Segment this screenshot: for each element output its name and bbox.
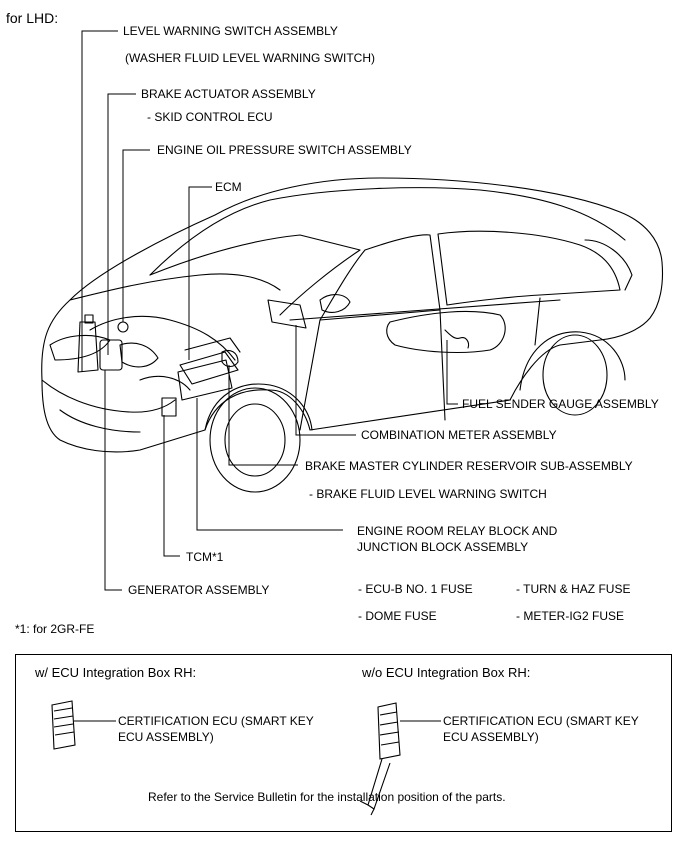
without-ecu-title: w/o ECU Integration Box RH: bbox=[362, 665, 531, 680]
brake-master-reservoir bbox=[221, 349, 239, 368]
certification-ecu-without-label-2: ECU ASSEMBLY) bbox=[443, 730, 539, 744]
certification-ecu-without bbox=[377, 702, 401, 760]
oil-pressure-switch bbox=[117, 321, 129, 333]
service-bulletin-note: Refer to the Service Bulletin for the in… bbox=[148, 790, 506, 804]
brake-actuator bbox=[99, 339, 123, 371]
fuse-item: - DOME FUSE bbox=[358, 609, 437, 623]
skid-control-label: - SKID CONTROL ECU bbox=[147, 110, 273, 124]
certification-ecu-with-label-1: CERTIFICATION ECU (SMART KEY bbox=[118, 714, 314, 728]
ecm-box bbox=[179, 351, 239, 385]
variant-title: for LHD: bbox=[6, 10, 59, 26]
combination-meter-label: COMBINATION METER ASSEMBLY bbox=[361, 428, 557, 442]
washer-tank bbox=[77, 321, 99, 373]
mounting-bracket bbox=[367, 758, 391, 810]
ecu-integration-box: w/ ECU Integration Box RH: w/o ECU Integ… bbox=[15, 654, 672, 832]
fuel-sender bbox=[444, 329, 470, 349]
rear-wheel bbox=[542, 334, 608, 416]
rear-door-window bbox=[437, 230, 621, 306]
certification-ecu-without-label-1: CERTIFICATION ECU (SMART KEY bbox=[443, 714, 639, 728]
fuse-item: - TURN & HAZ FUSE bbox=[516, 582, 631, 596]
brake-master-label: BRAKE MASTER CYLINDER RESERVOIR SUB-ASSE… bbox=[305, 459, 633, 473]
fuse-item: - METER-IG2 FUSE bbox=[516, 609, 625, 623]
rear-window bbox=[584, 239, 633, 291]
brake-fluid-label: - BRAKE FLUID LEVEL WARNING SWITCH bbox=[309, 487, 547, 501]
car-roof bbox=[149, 187, 626, 276]
relay-block bbox=[177, 359, 233, 401]
ecu-parts-diagram bbox=[51, 700, 441, 816]
level-warning-sub-label: (WASHER FLUID LEVEL WARNING SWITCH) bbox=[125, 51, 376, 65]
side-mirror bbox=[319, 294, 351, 313]
with-ecu-title: w/ ECU Integration Box RH: bbox=[35, 665, 197, 680]
certification-ecu-with-label-2: ECU ASSEMBLY) bbox=[118, 730, 214, 744]
car-body-outline bbox=[41, 177, 664, 453]
hood-line bbox=[69, 273, 281, 301]
headlight bbox=[49, 334, 111, 361]
front-wheel bbox=[209, 387, 301, 493]
ecm-label: ECM bbox=[215, 180, 242, 194]
level-warning-label: LEVEL WARNING SWITCH ASSEMBLY bbox=[123, 24, 338, 38]
brake-actuator-label: BRAKE ACTUATOR ASSEMBLY bbox=[141, 87, 316, 101]
windshield bbox=[149, 234, 361, 316]
certification-ecu-with bbox=[51, 700, 76, 750]
fuse-item: - ECU-B NO. 1 FUSE bbox=[358, 582, 473, 596]
engine-room-label-1: ENGINE ROOM RELAY BLOCK AND bbox=[357, 524, 558, 538]
fuel-sender-label: FUEL SENDER GAUGE ASSEMBLY bbox=[462, 397, 659, 411]
oil-pressure-label: ENGINE OIL PRESSURE SWITCH ASSEMBLY bbox=[157, 143, 412, 157]
footnote: *1: for 2GR-FE bbox=[15, 622, 95, 636]
front-bumper bbox=[41, 379, 176, 413]
car-diagram bbox=[41, 30, 664, 591]
generator-label: GENERATOR ASSEMBLY bbox=[128, 583, 270, 597]
tcm-label: TCM*1 bbox=[186, 550, 224, 564]
engine-room-label-2: JUNCTION BLOCK ASSEMBLY bbox=[357, 540, 529, 554]
tcm-box bbox=[161, 397, 177, 417]
combination-meter bbox=[267, 299, 307, 329]
fuel-tank bbox=[386, 310, 506, 353]
front-door-window bbox=[319, 234, 441, 321]
